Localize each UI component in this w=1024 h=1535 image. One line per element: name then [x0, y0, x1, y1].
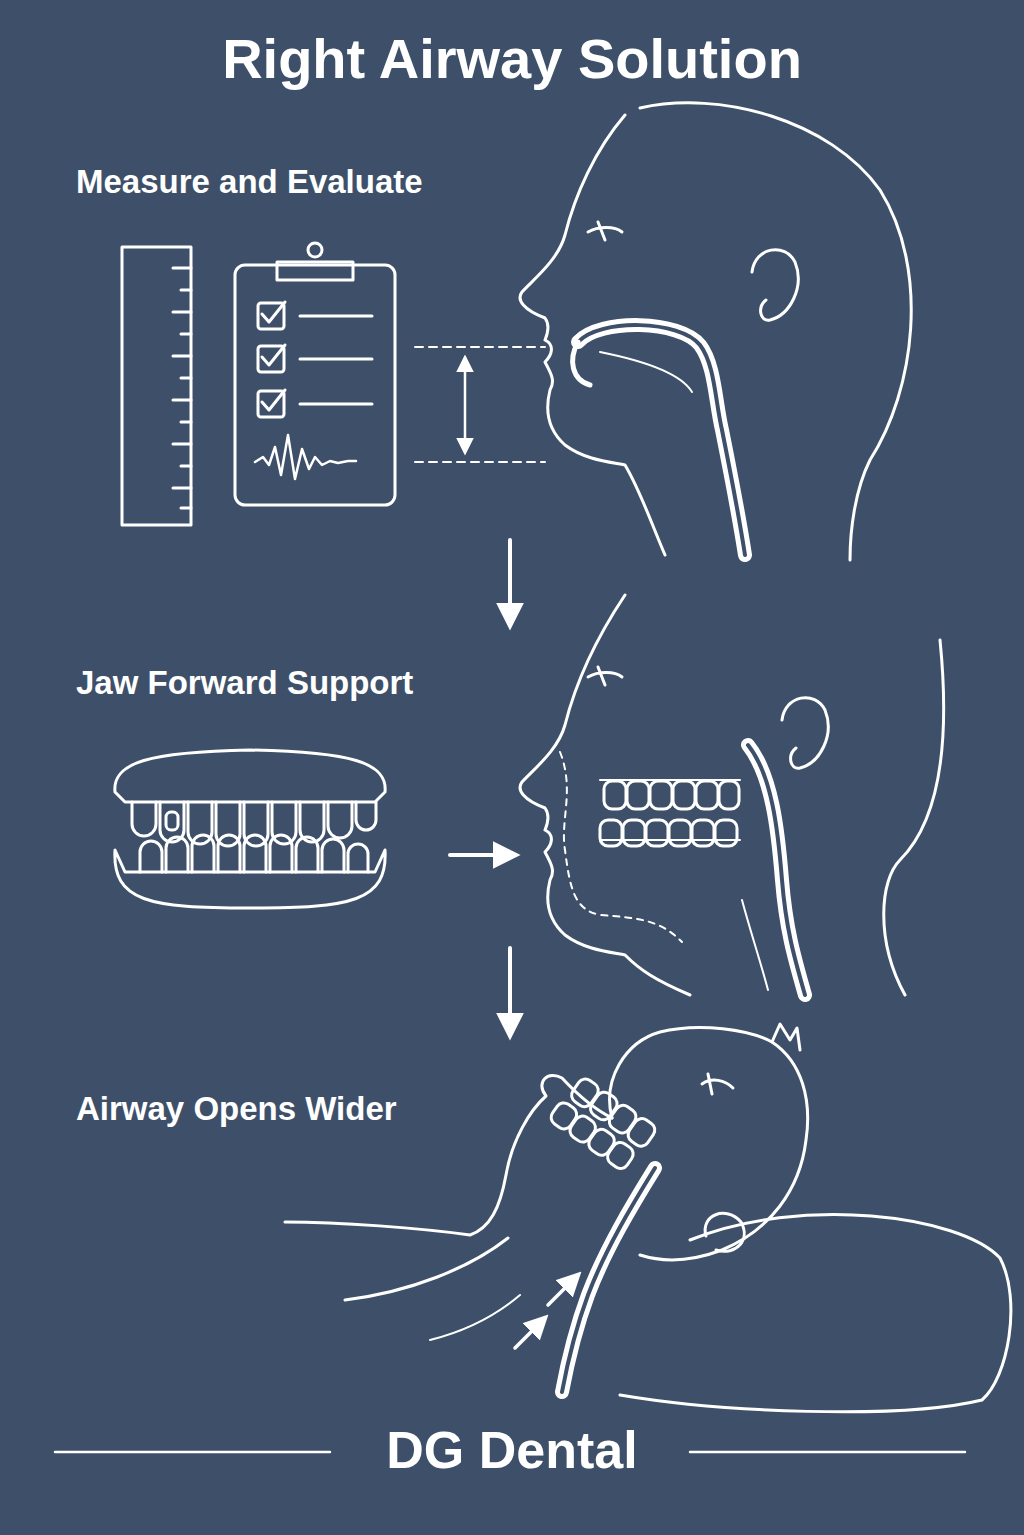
airway-tube [742, 900, 768, 990]
flow-arrow [509, 540, 512, 1035]
clipboard-icon [277, 262, 353, 280]
caption-text: DG Dental [386, 1421, 637, 1479]
teeth-rows [650, 781, 672, 809]
teeth-rows [692, 820, 714, 846]
teeth-rows [627, 781, 649, 809]
teeth-rows [715, 820, 737, 846]
dimension-marker [415, 347, 545, 462]
clipboard-icon [308, 243, 322, 257]
head-profile [520, 595, 690, 995]
title: Right Airway Solution [0, 26, 1024, 91]
sleeping-head [702, 1074, 733, 1094]
airflow-arrow [515, 1318, 545, 1348]
teeth-rows [548, 1100, 580, 1132]
teeth-rows [548, 1074, 658, 1174]
sleeping-head [430, 1295, 520, 1340]
teeth-rows [646, 820, 668, 846]
head-profile [884, 640, 944, 995]
teeth-rows [696, 781, 718, 809]
caption: DG Dental [0, 1420, 1024, 1480]
clipboard-icon [255, 435, 356, 479]
sleeping-head [610, 1027, 808, 1259]
dimension-marker [415, 347, 545, 462]
head-profile [560, 752, 682, 942]
illustration [55, 103, 1011, 1452]
step-text: Airway Opens Wider [76, 1090, 397, 1127]
step-label: Measure and Evaluate [76, 163, 423, 201]
ruler-icon [122, 247, 191, 525]
teeth-rows [604, 781, 626, 809]
sleeping-head [285, 1024, 808, 1340]
dimension-marker [464, 358, 467, 452]
teeth-rows [669, 820, 691, 846]
clipboard-icon [235, 243, 395, 505]
teeth-rows [719, 781, 739, 809]
clipboard-icon [300, 316, 372, 404]
head-profile [752, 250, 798, 321]
title-text: Right Airway Solution [222, 27, 802, 90]
airflow-arrow [548, 1275, 578, 1305]
airway-tube [562, 1168, 655, 1392]
head-profile [520, 595, 944, 995]
teeth-rows [605, 1139, 637, 1171]
head-profile [600, 352, 692, 392]
teeth-rows [600, 780, 740, 846]
flow-arrow [450, 853, 515, 857]
step-text: Jaw Forward Support [76, 664, 413, 701]
airway-tube [742, 745, 805, 995]
airway-tube [578, 325, 745, 555]
pillow [620, 1215, 1011, 1412]
head-profile [588, 222, 622, 240]
ruler-icon [122, 247, 191, 525]
flow-arrow [450, 854, 515, 857]
airway-tube [562, 1168, 655, 1392]
airway-tube [578, 325, 745, 555]
head-profile [588, 667, 622, 685]
teeth-rows [587, 1089, 620, 1123]
airway-tube [573, 325, 745, 555]
pillow [620, 1215, 1011, 1412]
airway-tube [562, 1168, 655, 1392]
dental-appliance [115, 850, 385, 908]
step-label: Airway Opens Wider [76, 1090, 397, 1128]
head-profile [782, 698, 828, 769]
dental-appliance [115, 750, 385, 908]
flow-arrow [508, 948, 512, 1035]
airway-tube [748, 745, 805, 995]
teeth-rows [568, 1076, 601, 1110]
clipboard-icon [235, 265, 395, 505]
teeth-rows [673, 781, 695, 809]
sleeping-head [705, 1213, 744, 1251]
ruler-icon [173, 268, 191, 508]
teeth-rows [625, 1115, 658, 1149]
sleeping-head [772, 1024, 800, 1050]
airway-tube [573, 342, 590, 385]
airway-tube [748, 745, 805, 995]
teeth-rows [567, 1113, 599, 1145]
teeth-rows [623, 820, 645, 846]
dental-appliance [166, 812, 178, 830]
flow-arrow [508, 540, 512, 625]
head-profile [520, 103, 911, 560]
airflow-arrow [515, 1275, 578, 1348]
step-label: Jaw Forward Support [76, 664, 413, 702]
teeth-rows [606, 1102, 639, 1136]
sleeping-head [345, 1238, 508, 1300]
dental-appliance [115, 750, 385, 802]
step-text: Measure and Evaluate [76, 163, 423, 200]
teeth-rows [586, 1126, 618, 1158]
dental-appliance [140, 835, 368, 872]
teeth-rows [600, 820, 622, 846]
clipboard-icon [262, 302, 285, 410]
